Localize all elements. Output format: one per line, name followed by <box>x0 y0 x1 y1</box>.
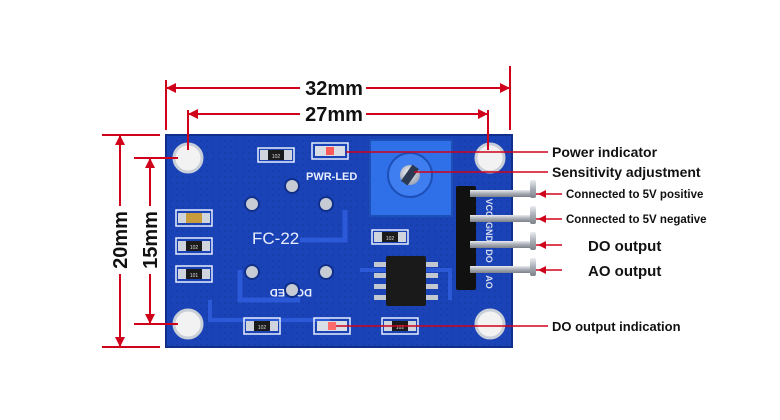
header-pin <box>470 258 536 276</box>
callout-arrowheads <box>538 190 546 274</box>
mounting-hole <box>474 308 506 340</box>
solder-pads <box>244 178 334 298</box>
dim-height-holes: 15mm <box>140 211 162 269</box>
smd-label: 102 <box>190 245 199 251</box>
smd-resistor: 101 <box>175 265 213 283</box>
header-pin <box>470 232 536 250</box>
pcb-board <box>165 134 513 348</box>
smd-label: 102 <box>272 154 281 160</box>
pin-label-do: DO <box>484 249 494 263</box>
smd-label: 102 <box>258 325 267 331</box>
model-label: FC-22 <box>252 229 299 248</box>
smd-label: 102 <box>396 325 405 331</box>
pwr-led <box>311 142 349 160</box>
smd-resistor <box>175 209 213 227</box>
pin-label-vcc: VCC <box>484 198 494 218</box>
callout-gnd: Connected to 5V negative <box>566 214 707 226</box>
callout-power-indicator: Power indicator <box>552 144 658 160</box>
callout-sensitivity-adjustment: Sensitivity adjustment <box>552 164 701 180</box>
callout-ao: AO output <box>588 263 661 280</box>
pwr-led-label: PWR-LED <box>306 171 357 183</box>
smd-resistor: 102 <box>257 147 295 163</box>
callout-vcc: Connected to 5V positive <box>566 189 703 201</box>
dimension-arrows <box>115 83 510 347</box>
dimension-lines <box>102 66 511 348</box>
dim-height-outer: 20mm <box>110 211 132 269</box>
dim-width-outer: 32mm <box>305 78 363 100</box>
dim-width-holes: 27mm <box>305 104 363 126</box>
mounting-hole <box>172 308 204 340</box>
smd-label: 101 <box>190 273 199 279</box>
ic-chip <box>374 256 438 306</box>
smd-label: 102 <box>386 236 395 242</box>
mounting-hole <box>474 142 506 174</box>
smd-resistor: 102 <box>175 237 213 255</box>
callout-do-indication: DO output indication <box>552 319 681 334</box>
smd-resistor: 102 <box>243 317 281 335</box>
callout-leaders <box>336 151 562 327</box>
header-pin <box>470 180 536 198</box>
callout-do: DO output <box>588 238 661 255</box>
header-pin <box>470 206 536 224</box>
smd-resistor: 102 <box>371 229 409 245</box>
header-pins: VCC GND DO AO <box>456 180 536 290</box>
pin-label-ao: AO <box>484 275 494 289</box>
pin-label-gnd: GND <box>484 222 494 243</box>
